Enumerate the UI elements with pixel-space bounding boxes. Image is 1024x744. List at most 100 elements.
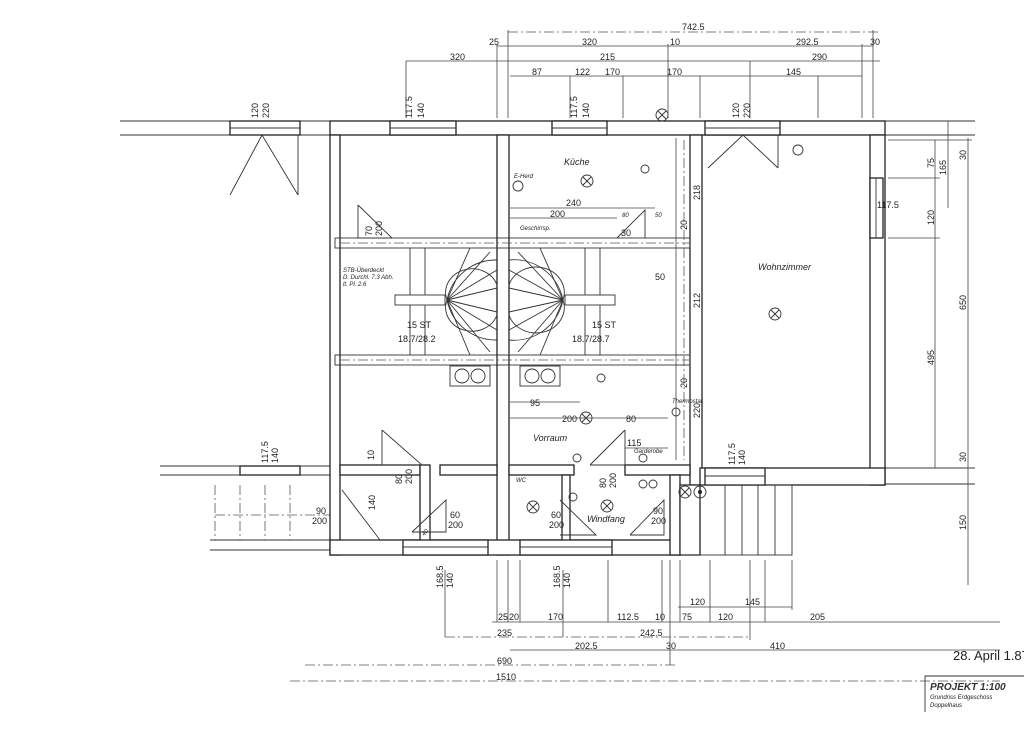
label-wardrobe: Garderobe [634, 449, 663, 455]
dim-label: 70 [364, 226, 374, 236]
dim-label: 200 [448, 520, 463, 530]
dim-label: 150 [958, 515, 968, 530]
ceiling-light-icon [768, 307, 782, 321]
dim-label: 290 [812, 52, 827, 62]
bell-dot [698, 490, 702, 494]
dim-label: 30 [621, 228, 631, 238]
dim-label: 40 [421, 528, 430, 537]
doors [229, 134, 779, 541]
room-label-hall: Vorraum [533, 433, 568, 443]
dim-label: 205 [810, 612, 825, 622]
dim-label: 10 [655, 612, 665, 622]
dim-label: 170 [667, 67, 682, 77]
staircase-right: 15 ST 18.7/28.7 [508, 247, 617, 356]
ceiling-note-3: lt. Pl. 2.6 [343, 282, 367, 288]
dim-label: 25 [498, 612, 508, 622]
dim-label: 218 [692, 185, 702, 200]
ceiling-note-1: STB-Überdeckt [343, 267, 384, 274]
room-label-wc: WC [516, 478, 527, 484]
dimensions-top: 742.5 25 320 10 292.5 30 320 215 290 87 … [405, 22, 880, 118]
dim-label: 410 [770, 641, 785, 651]
dim-label: 120 [250, 103, 260, 118]
dim-label: 200 [312, 516, 327, 526]
dim-label: 80 [598, 478, 608, 488]
wardrobe-outlet-icon [638, 453, 648, 463]
dim-label: 115 [627, 438, 641, 448]
dim-label: 50 [655, 213, 662, 219]
label-stove: E-Herd [514, 174, 534, 180]
stair-left-steps: 15 ST [407, 320, 432, 330]
dim-label: 212 [692, 293, 702, 308]
switch-icon [792, 144, 804, 156]
dim-label: 20 [679, 378, 689, 388]
dim-label: 320 [582, 37, 597, 47]
dim-label: 117.5 [877, 200, 899, 210]
room-labels: Küche E-Herd Geschirrsp. Wohnzimmer Vorr… [343, 157, 812, 524]
dim-label: 95 [530, 398, 540, 408]
stamp-line-3: Doppelhaus [930, 703, 962, 709]
dim-label: 117.5 [569, 96, 579, 118]
windows [229, 120, 884, 556]
switch-icon [572, 453, 582, 463]
dim-label: 200 [550, 209, 565, 219]
switch-icon [648, 479, 658, 489]
dim-label: 242.5 [640, 628, 663, 638]
staircase-left: 15 ST 18.7/28.2 [394, 247, 498, 356]
dim-label: 140 [367, 495, 377, 510]
dim-label: 10 [670, 37, 680, 47]
dim-label: 75 [926, 158, 936, 168]
dim-label: 292.5 [796, 37, 819, 47]
switch-icon [568, 492, 578, 502]
dim-label: 200 [549, 520, 564, 530]
dim-label: 20 [509, 612, 519, 622]
dimensions-bottom: 25 20 170 112.5 10 75 120 205 235 242.5 … [290, 560, 1000, 682]
dim-label: 75 [682, 612, 692, 622]
dim-label: 1510 [496, 672, 516, 682]
dim-label: 495 [926, 350, 936, 365]
dim-label: 200 [651, 516, 666, 526]
dim-label: 80 [626, 414, 636, 424]
switch-icon [638, 479, 648, 489]
dim-label: 60 [551, 510, 561, 520]
dim-label: 120 [926, 210, 936, 225]
dimensions-inner: 240 200 80 50 218 212 20 20 220 30 50 95… [312, 138, 702, 537]
dim-label: 240 [566, 198, 581, 208]
label-thermostat: Thermostat [672, 399, 703, 405]
room-label-living: Wohnzimmer [758, 262, 812, 272]
dim-label: 220 [261, 103, 271, 118]
ceiling-light-icon [678, 485, 692, 499]
dim-label: 90 [316, 506, 326, 516]
dim-label: 140 [270, 448, 280, 463]
dimensions-windows: 117.5 140 117.5 140 120 220 120 220 117.… [250, 96, 752, 588]
dim-label: 10 [366, 450, 376, 460]
dim-label: 220 [692, 403, 702, 418]
dim-label: 200 [404, 469, 414, 484]
dim-label: 122 [575, 67, 590, 77]
entrance-steps [679, 484, 793, 556]
dim-label: 140 [416, 103, 426, 118]
drawing-date: 28. April 1.87 [953, 648, 1024, 663]
room-label-entry: Windfang [587, 514, 625, 524]
dim-label: 215 [600, 52, 615, 62]
dim-label: 200 [562, 414, 577, 424]
dim-label: 145 [786, 67, 801, 77]
ceiling-light-icon [600, 499, 614, 513]
ceiling-light-icon [580, 174, 594, 188]
dim-label: 650 [958, 295, 968, 310]
dim-label: 25 [489, 37, 499, 47]
dim-label: 117.5 [404, 96, 414, 118]
dim-label: 235 [497, 628, 512, 638]
stair-left-ratio: 18.7/28.2 [398, 334, 436, 344]
dim-label: 690 [497, 656, 512, 666]
dim-label: 165 [938, 160, 948, 175]
dim-label: 200 [608, 473, 618, 488]
room-label-kitchen: Küche [564, 157, 590, 167]
dim-label: 140 [737, 450, 747, 465]
dim-label: 112.5 [617, 612, 639, 622]
dim-label: 320 [450, 52, 465, 62]
dim-label: 168.5 [435, 565, 445, 588]
stamp-line-1: PROJEKT 1:100 [930, 682, 1006, 693]
dim-label: 30 [958, 150, 968, 160]
stair-right-ratio: 18.7/28.7 [572, 334, 610, 344]
dim-label: 120 [718, 612, 733, 622]
